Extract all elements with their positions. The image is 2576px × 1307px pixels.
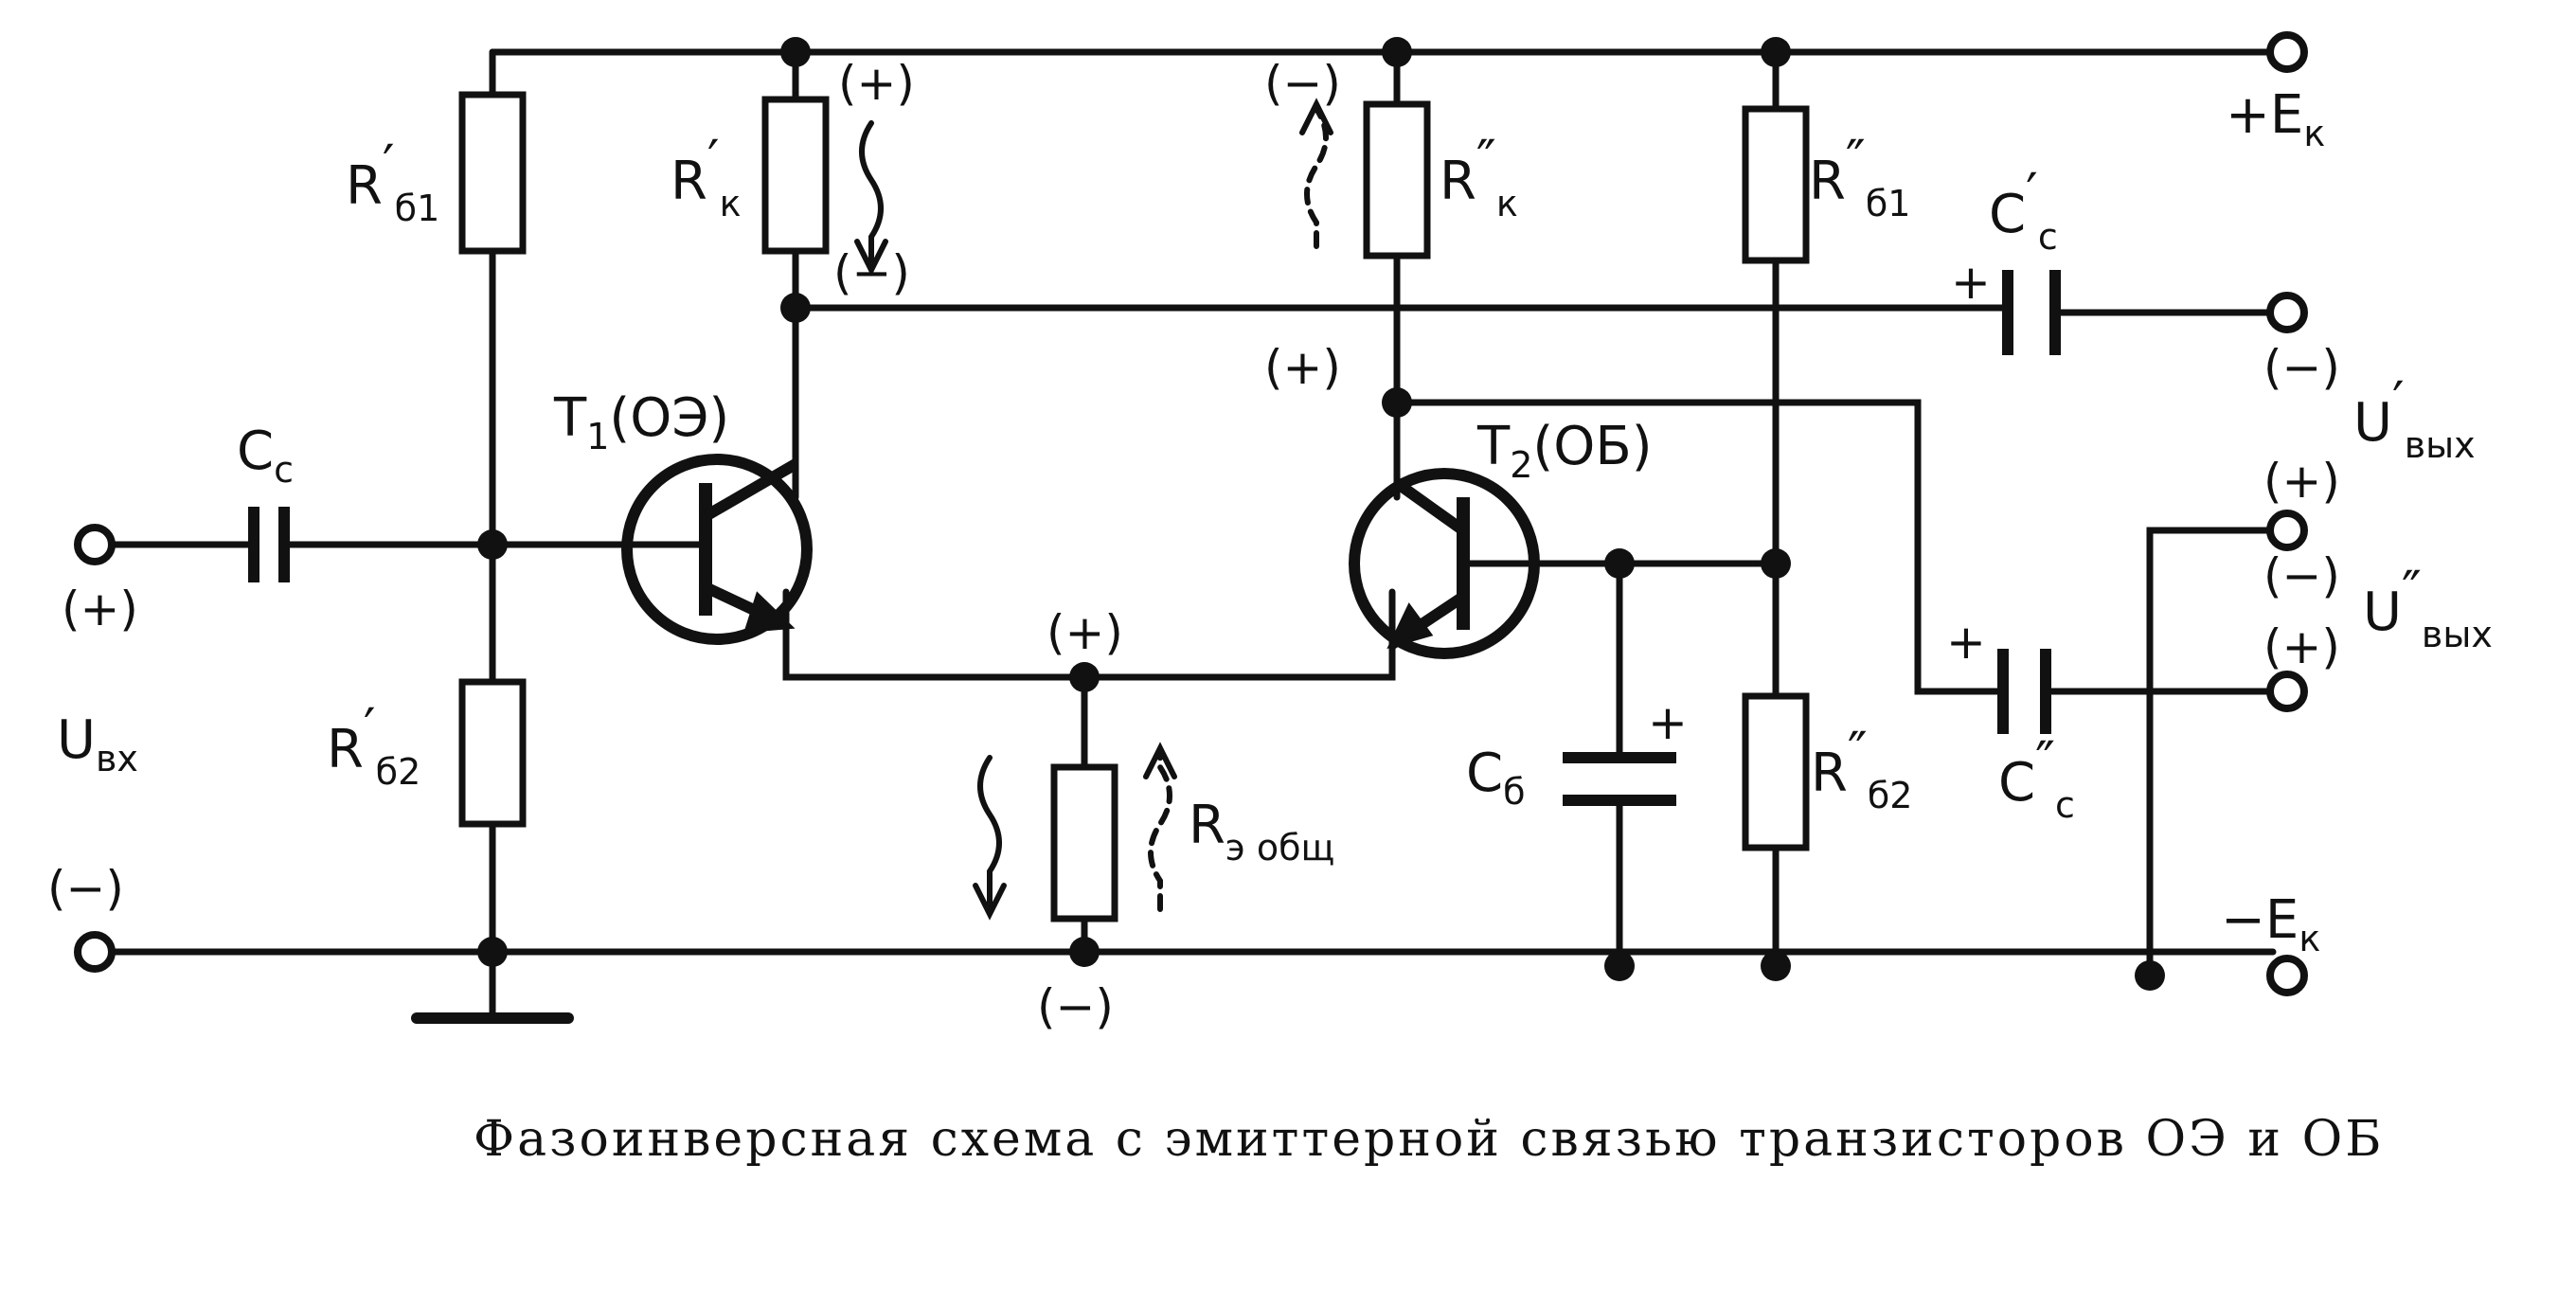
junction-dot [1604, 951, 1635, 981]
capacitors [248, 270, 2061, 806]
polarity-out2-plus-top: (+) [2263, 454, 2340, 509]
polarity-rkpp-top: (−) [1264, 56, 1341, 111]
polarity-bottom: (−) [1037, 979, 1114, 1034]
label-cb: Cб [1466, 743, 1526, 813]
plus-cb: + [1648, 695, 1688, 750]
label-t1: T1(ОЭ) [553, 387, 729, 457]
label-cc: Cc [237, 421, 294, 491]
transistor-t2-body [1349, 468, 1540, 659]
junction-dot [1761, 37, 1791, 67]
terminal-out2-minus [2266, 510, 2308, 551]
junction-dot [1382, 387, 1412, 418]
label-ek-minus: −Eк [2221, 889, 2320, 959]
label-t2: T2(ОБ) [1476, 416, 1653, 486]
signal-arrow-re-left-head [973, 883, 1007, 921]
label-rkpp: R″к [1440, 130, 1518, 224]
junction-dot [780, 293, 811, 323]
terminal-input-plus [74, 524, 116, 565]
junction-dot [1069, 937, 1100, 967]
terminal-ek-minus [2266, 955, 2308, 996]
junction-dot [477, 529, 508, 560]
signal-arrow-rkpp-head [1299, 98, 1333, 135]
resistor-rkpp [1363, 100, 1431, 260]
resistor-rb2pp [1742, 692, 1810, 851]
label-rb1p: R′б1 [346, 134, 439, 229]
signal-arrow-rkpp [1304, 101, 1329, 249]
transistor-t1-arrow [743, 591, 796, 634]
label-rb1pp: R″б1 [1809, 130, 1910, 224]
transistor-t1 [621, 454, 813, 645]
signal-arrows [854, 98, 1333, 921]
terminal-out1 [2266, 292, 2308, 333]
label-uout1: U′вых [2353, 371, 2476, 466]
label-uin: Uвх [57, 709, 138, 779]
transistor-t1-collector [702, 458, 799, 522]
terminal-ek-plus [2266, 31, 2308, 73]
label-rkp: R′к [671, 130, 742, 224]
resistor-rkp [761, 96, 830, 255]
signal-arrow-re-right-head [1143, 742, 1177, 779]
junction-dot [780, 37, 811, 67]
polarity-input-minus: (−) [47, 861, 124, 916]
resistor-rb1p [458, 91, 527, 255]
transistor-t2 [1349, 468, 1540, 659]
resistors [458, 91, 1810, 922]
signal-arrow-re-right [1148, 750, 1172, 912]
polarity-emitter: (+) [1046, 605, 1123, 660]
polarity-out2-minus: (−) [2263, 548, 2340, 603]
resistor-rb2p [458, 678, 527, 828]
capacitor-ccp [2002, 270, 2061, 355]
junction-dot [1604, 548, 1635, 579]
junction-dot [1761, 548, 1791, 579]
polarity-rkpp-bottom: (+) [1264, 340, 1341, 395]
polarity-out1: (−) [2263, 340, 2340, 395]
signal-arrow-re-left [977, 755, 1002, 912]
polarity-out2-plus: (+) [2263, 619, 2340, 674]
polarity-input-plus: (+) [62, 582, 138, 636]
resistor-re [1050, 763, 1118, 922]
label-uout2: U″вых [2363, 561, 2493, 655]
signal-arrow-rkp-head [854, 239, 888, 277]
transistor-t1-body [621, 454, 813, 645]
plus-ccpp: + [1946, 615, 1986, 670]
label-rb2p: R′б2 [327, 698, 420, 793]
junction-dot [1382, 37, 1412, 67]
junction-dot [1761, 951, 1791, 981]
capacitor-ccpp [1997, 649, 2051, 734]
labels: R′б1 R′к R″к R″б1 R′б2 R″б2 Rэ общ Cc Cб… [47, 56, 2493, 1168]
junction-dot [2135, 960, 2165, 991]
plus-ccp: + [1951, 255, 1991, 310]
junctions [477, 37, 2165, 991]
label-rb2pp: R″б2 [1811, 722, 1912, 816]
capacitor-cb [1563, 752, 1676, 806]
terminal-out2-plus [2266, 671, 2308, 712]
terminals [74, 31, 2308, 996]
transistor-t2-arrow [1386, 602, 1434, 650]
label-re: Rэ общ [1189, 795, 1334, 868]
resistor-rb1pp [1742, 105, 1810, 264]
terminal-input-minus [74, 931, 116, 973]
label-ccp: C′c [1989, 163, 2058, 258]
polarity-rkp-bottom: (−) [833, 245, 910, 300]
junction-dot [477, 937, 508, 967]
transistor-t2-collector [1393, 478, 1467, 535]
signal-arrow-rkp [859, 120, 884, 263]
figure-caption: Фазоинверсная схема с эмиттерной связью … [474, 1111, 2384, 1168]
capacitor-cc [248, 507, 290, 582]
wire-out2-feed [1393, 399, 2007, 695]
junction-dot [1069, 662, 1100, 692]
label-ccpp: C″c [1998, 731, 2075, 826]
wire-out2-neg [2146, 527, 2277, 979]
label-ek-plus: +Eк [2226, 84, 2325, 154]
wire-out1-line [792, 304, 2277, 316]
polarity-rkp-top: (+) [838, 56, 915, 111]
